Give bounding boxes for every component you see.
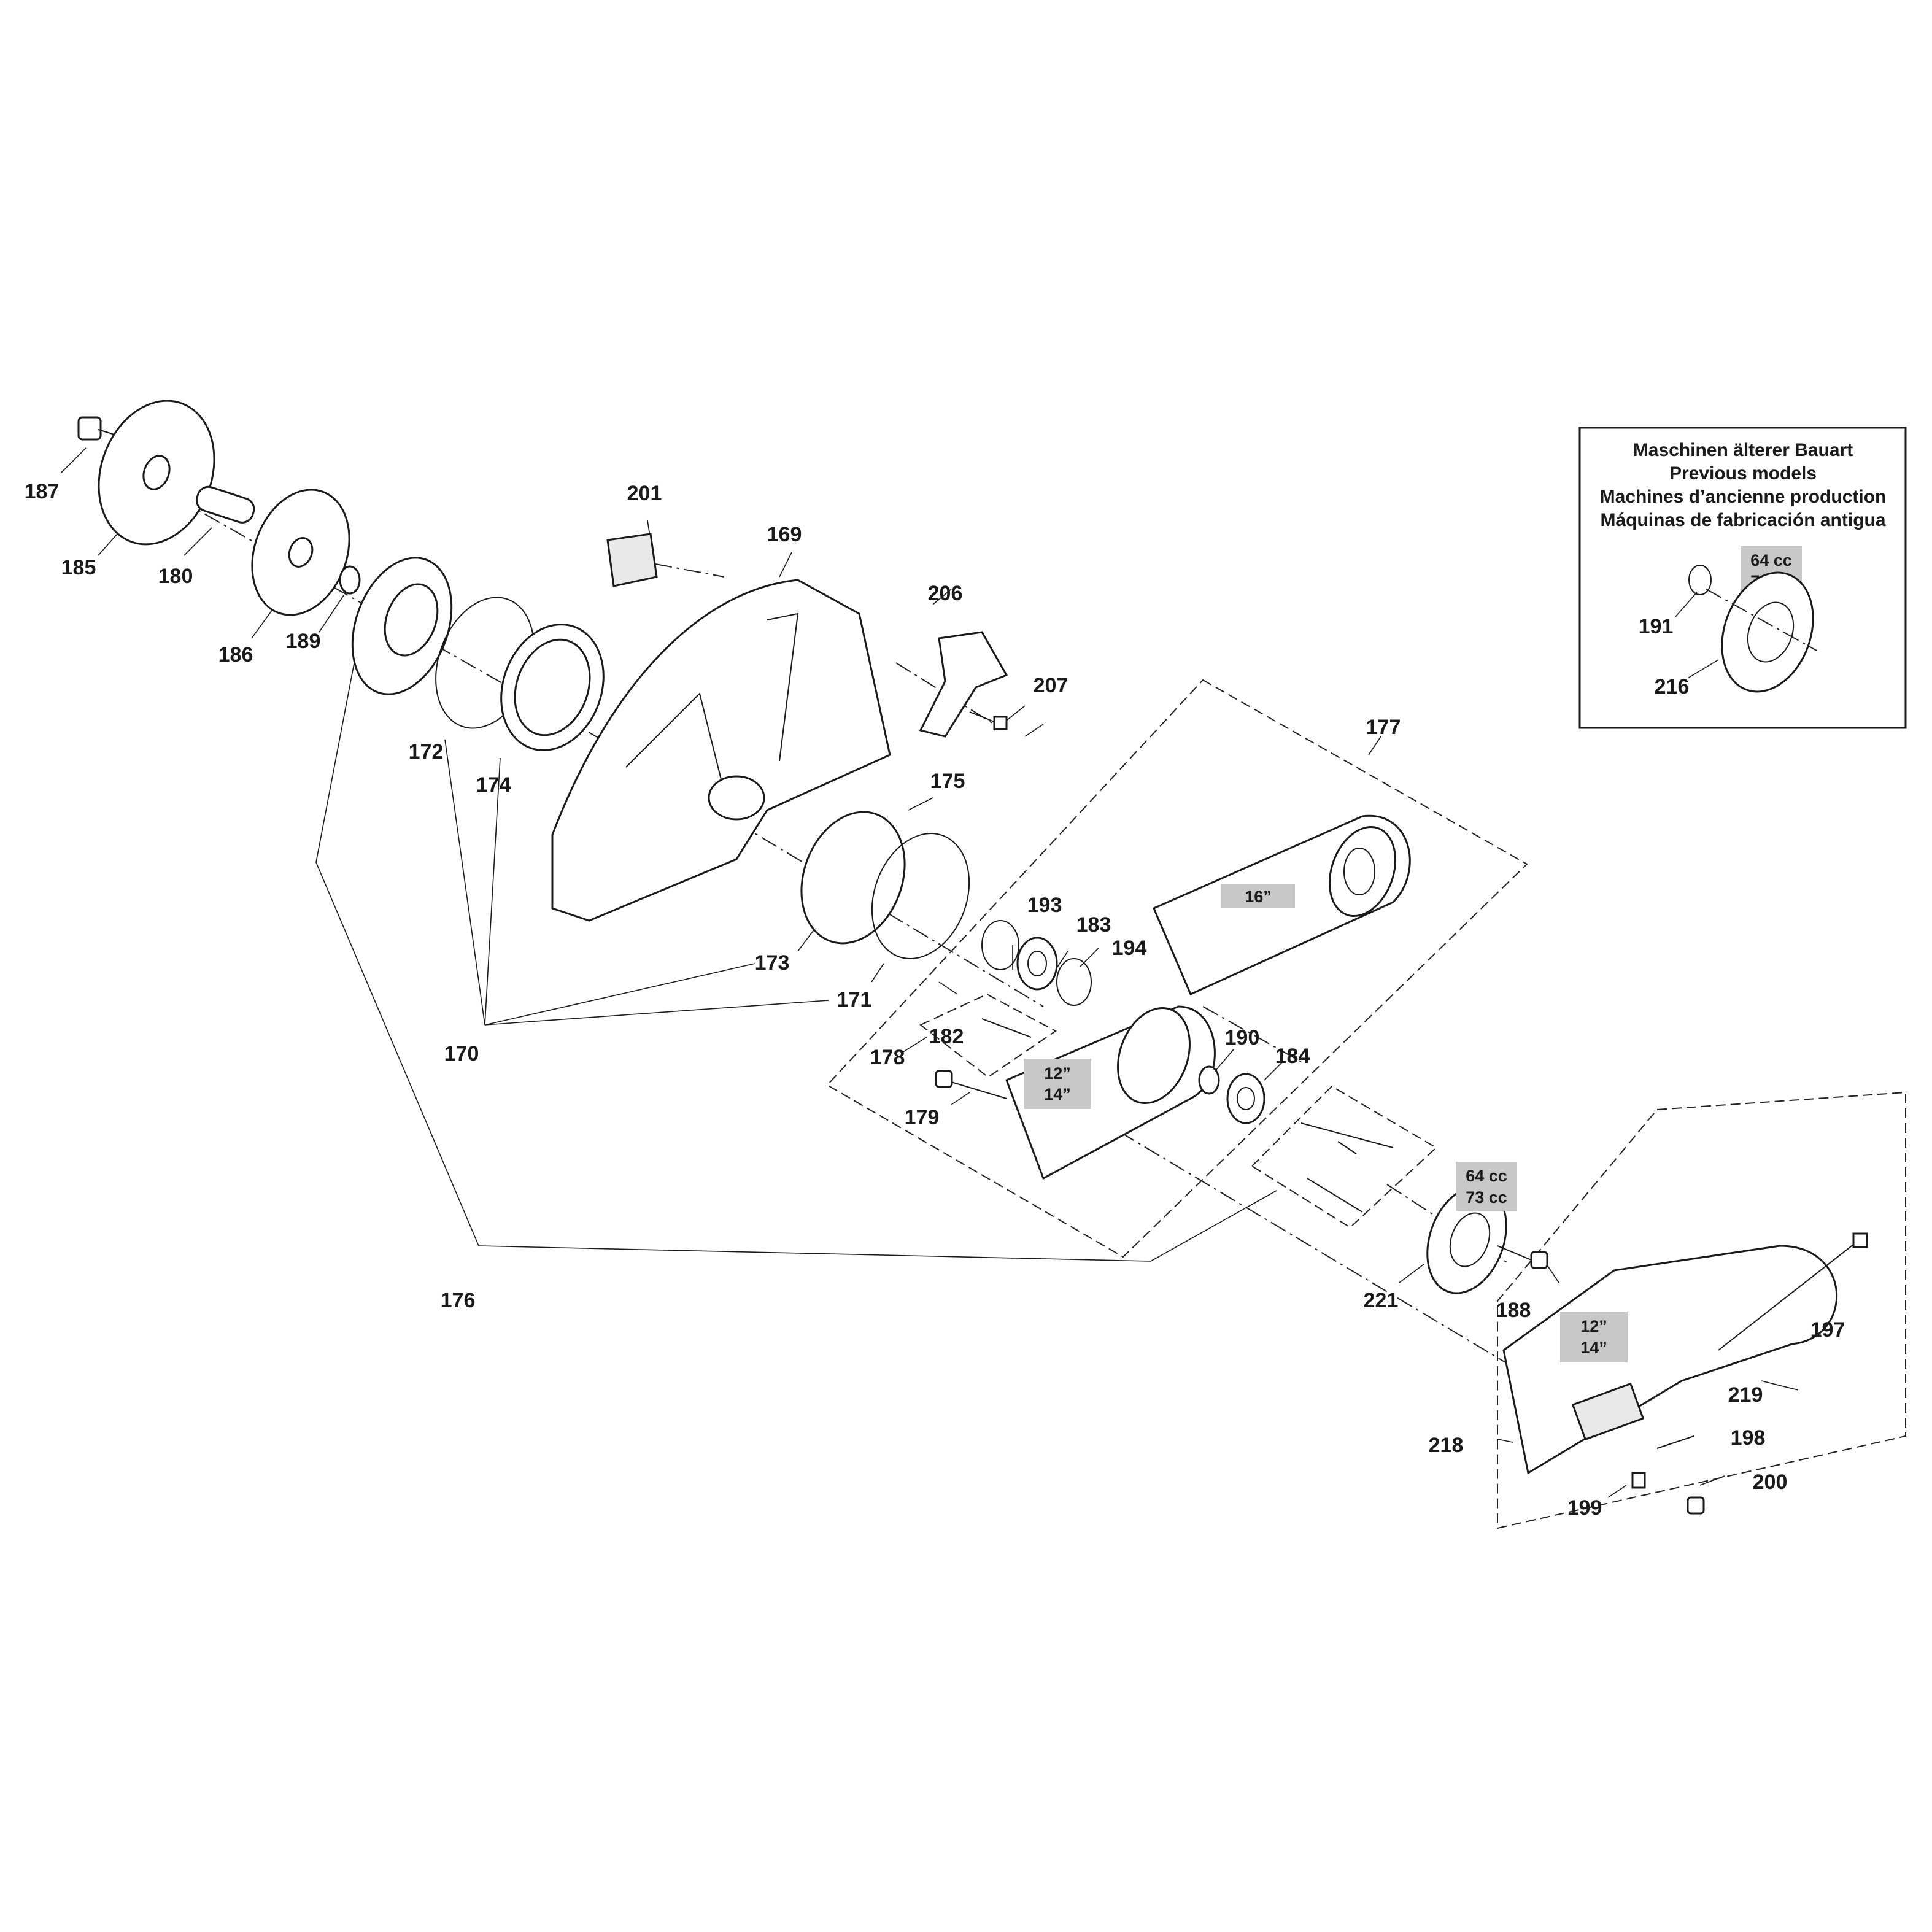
inset-label-216: 216 <box>1655 675 1690 698</box>
label-175: 175 <box>930 770 965 793</box>
inset-title-es: Máquinas de fabricación antigua <box>1600 510 1885 530</box>
inset-216-pulley <box>1721 571 1814 693</box>
inset-badge-line1: 64 cc <box>1750 551 1792 570</box>
badge-pulley-line1: 64 cc <box>1466 1167 1507 1185</box>
label-201: 201 <box>627 482 662 505</box>
inset-title-de: Maschinen älterer Bauart <box>1633 440 1853 460</box>
label-176: 176 <box>441 1289 476 1312</box>
label-186: 186 <box>218 643 253 667</box>
part-189-washer <box>339 565 361 595</box>
part-186-inner-flange <box>251 489 350 616</box>
badge-arm-small-line2: 14” <box>1044 1085 1071 1103</box>
inset-191-ring <box>1688 565 1712 595</box>
part-182-179-screws <box>935 1018 1032 1099</box>
part-207-screw <box>969 711 1008 730</box>
badge-arm-large-bg <box>1221 884 1295 908</box>
label-187: 187 <box>25 480 60 503</box>
part-218-219-belt-cover <box>1502 1245 1837 1475</box>
label-221: 221 <box>1364 1289 1399 1312</box>
label-178: 178 <box>870 1046 905 1069</box>
part-arm-inner <box>1005 1005 1216 1180</box>
group-boundaries <box>826 679 1906 1529</box>
badge-cover-line2: 14” <box>1580 1339 1607 1357</box>
part-201-label <box>606 533 658 587</box>
label-219: 219 <box>1728 1383 1763 1407</box>
cover-group-boundary <box>1497 1091 1906 1529</box>
part-184-190-bearing <box>1198 1065 1265 1124</box>
badge-cover-bg <box>1560 1312 1628 1362</box>
label-206: 206 <box>928 582 963 605</box>
label-197: 197 <box>1810 1318 1845 1342</box>
badge-cover-line1: 12” <box>1580 1317 1607 1335</box>
part-206-guard-handle <box>919 631 1008 738</box>
label-190: 190 <box>1225 1026 1260 1049</box>
label-185: 185 <box>61 556 96 579</box>
screw-subgroup-boundary <box>919 993 1057 1078</box>
label-200: 200 <box>1753 1470 1788 1494</box>
part-185b-blade-guard-plate <box>351 557 453 695</box>
part-tensioner-screws <box>1300 1122 1394 1213</box>
part-185-outer-flange <box>98 400 215 546</box>
label-188: 188 <box>1496 1299 1531 1322</box>
tensioner-subgroup-boundary <box>1251 1085 1437 1229</box>
label-173: 173 <box>755 951 790 975</box>
part-188-screw <box>1497 1245 1548 1269</box>
part-197-bolt <box>1718 1232 1868 1351</box>
part-174-ring-bearing <box>500 624 605 751</box>
inset-label-191: 191 <box>1639 615 1674 638</box>
part-180-spindle-bushing <box>195 485 255 524</box>
badge-arm-large: 16” <box>1245 887 1272 906</box>
badge-pulley-line2: 73 cc <box>1466 1188 1507 1207</box>
label-199: 199 <box>1567 1496 1602 1520</box>
label-172: 172 <box>409 740 444 763</box>
label-182: 182 <box>929 1025 964 1048</box>
leader-lines <box>61 447 1799 1498</box>
label-194: 194 <box>1112 937 1147 960</box>
part-175-173-clamp-ring <box>800 811 970 959</box>
part-183-193-194-bearing-set <box>981 920 1092 1006</box>
label-207: 207 <box>1034 674 1068 697</box>
arm-group-boundary <box>826 679 1528 1258</box>
label-193: 193 <box>1027 894 1062 917</box>
part-169-blade-guard <box>551 579 891 922</box>
label-174: 174 <box>476 773 511 797</box>
previous-models-inset: Maschinen älterer Bauart Previous models… <box>1578 427 1907 729</box>
label-180: 180 <box>158 565 193 588</box>
label-169: 169 <box>767 523 802 546</box>
badge-arm-small-bg <box>1024 1059 1091 1109</box>
inset-title-fr: Machines d’ancienne production <box>1600 487 1887 507</box>
label-218: 218 <box>1429 1434 1464 1457</box>
label-189: 189 <box>286 630 321 653</box>
label-198: 198 <box>1731 1426 1766 1450</box>
label-183: 183 <box>1076 913 1111 937</box>
label-184: 184 <box>1275 1045 1310 1068</box>
label-171: 171 <box>837 988 872 1011</box>
inset-title-en: Previous models <box>1669 463 1817 484</box>
badge-pulley-bg <box>1456 1162 1517 1211</box>
label-179: 179 <box>905 1106 940 1129</box>
label-170: 170 <box>444 1042 479 1065</box>
label-177: 177 <box>1366 716 1401 739</box>
badge-arm-small-line1: 12” <box>1044 1064 1071 1083</box>
part-labels: 187 185 180 186 189 201 169 206 207 172 … <box>25 480 1845 1520</box>
part-198-200-199-fittings <box>1631 1435 1705 1515</box>
